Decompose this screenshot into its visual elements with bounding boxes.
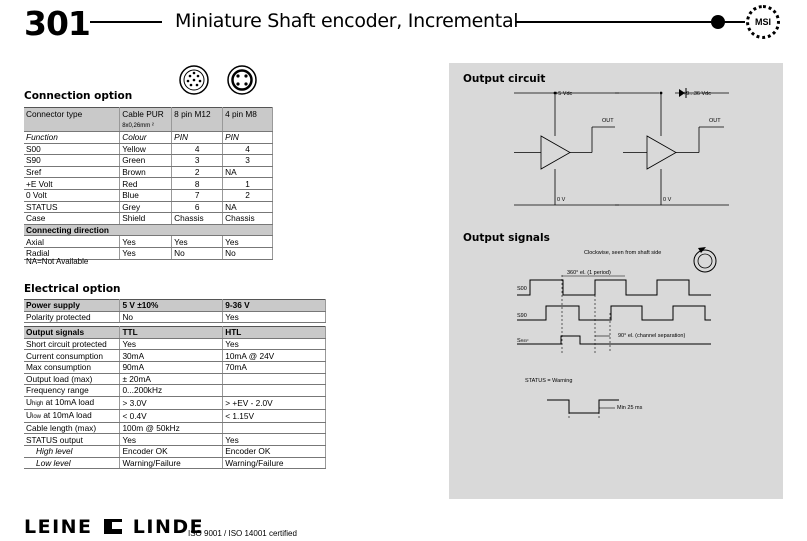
na-note: NA=Not Available [26,257,89,266]
table-row: Ulow at 10mA load< 0.4V< 1.15V [24,409,326,423]
clockwise-label: Clockwise, seen from shaft side [584,250,662,256]
header-rule-left [90,21,162,23]
sub-colour: Colour [119,131,173,144]
direction-header-row: Connecting direction [24,223,273,237]
table-row: Uhigh at 10mA load> 3.0V> +EV - 2.0V [24,396,326,410]
circuit-diagrams [514,88,729,206]
leine-linde-logo: LEINE LINDE [24,516,205,538]
iso-certification: ISO 9001 / ISO 14001 certified [188,529,297,538]
table-row: Cable length (max)100m @ 50kHz [24,422,326,435]
connection-subheader-row: Function Colour PIN PIN [24,131,273,144]
sub-pin8: PIN [222,131,273,144]
supply-5-label: +5 Vdc [555,91,573,97]
zero-volt-a: 0 V [557,197,566,203]
zero-volt-b: 0 V [663,197,672,203]
period-label: 360° el. (1 period) [567,270,611,276]
supply-936-label: +9...36 Vdc [683,91,711,97]
signal-diagrams [517,247,717,418]
header-rule-end [723,21,745,23]
status-warning-label: STATUS = Warning [525,378,573,384]
output-signals-heading: Output signals [463,232,550,244]
electrical-heading: Electrical option [24,283,121,295]
sub-function: Function [24,131,121,144]
s90-label: S90 [517,313,527,319]
output-circuit-heading: Output circuit [463,73,546,85]
header-rule-right [516,21,716,23]
connector-icons [179,65,257,95]
logo-mark-icon [103,519,122,534]
s00-label: S00 [517,286,527,292]
m8-connector-icon [227,65,257,95]
sub-pin12: PIN [171,131,224,144]
col-m8: 4 pin M8 [222,107,273,132]
diode-icon [679,88,687,98]
product-number: 301 [24,4,91,43]
page-title: Miniature Shaft encoder, Incremental [175,10,519,32]
diagram-panel [449,63,783,499]
out-label-a: OUT [602,118,614,124]
out-label-b: OUT [709,118,721,124]
msi-badge: MSI [746,5,780,39]
separation-label: 90° el. (channel separation) [618,333,686,339]
col-connector-type: Connector type [24,107,121,132]
sref-label: SREF [517,338,529,344]
m12-connector-icon [179,65,209,95]
header-dot [711,15,725,29]
rotation-icon [693,247,717,273]
connection-heading: Connection option [24,90,133,102]
col-m12: 8 pin M12 [171,107,224,132]
min25-label: Min 25 ms [617,405,643,411]
table-row: Output load (max)± 20mA [24,373,326,386]
